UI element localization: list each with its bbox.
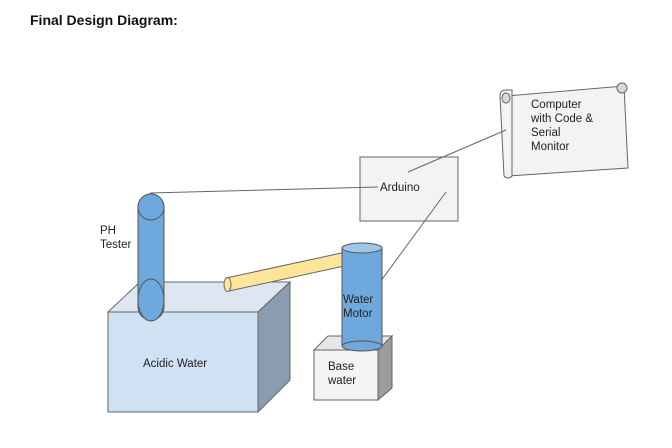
ph-tester-probe: [137, 193, 165, 322]
diagram-title: Final Design Diagram:: [30, 12, 178, 28]
base-water-label: Base water: [328, 361, 357, 387]
arduino-box: [359, 156, 459, 222]
ph-tester-label: PH Tester: [100, 225, 132, 251]
arduino-label: Arduino: [380, 182, 420, 194]
computer-scroll-shape: [499, 82, 629, 179]
water-motor-cylinder: [341, 242, 383, 352]
wire-ph-arduino: [149, 186, 379, 194]
acidic-water-label: Acidic Water: [143, 358, 208, 370]
acidic-water-tank: [106, 280, 292, 414]
water-motor-label: Water Motor: [343, 294, 374, 320]
wire-computer-arduino: [407, 129, 507, 173]
computer-label: Computer with Code & Serial Monitor: [531, 99, 594, 153]
